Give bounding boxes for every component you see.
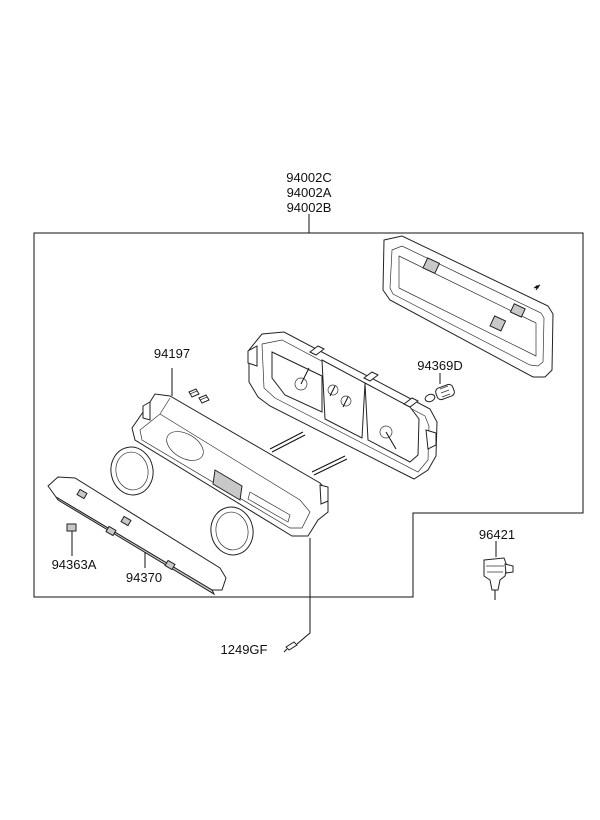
gauge-ring-right bbox=[210, 506, 254, 556]
bezel-hood bbox=[131, 368, 329, 537]
pad-label: 94363A bbox=[52, 557, 97, 572]
assembly-label-3: 94002B bbox=[287, 200, 332, 215]
assembly-label-2: 94002A bbox=[287, 185, 332, 200]
bulb-socket bbox=[424, 373, 455, 403]
gauge-housing bbox=[247, 331, 438, 480]
assembly-boundary-frame bbox=[33, 232, 584, 598]
mounting-pins bbox=[269, 431, 348, 476]
trim-panel bbox=[47, 476, 227, 596]
speed-sensor bbox=[483, 541, 514, 600]
panel-label: 94370 bbox=[126, 570, 162, 585]
screw-label: 1249GF bbox=[221, 642, 268, 657]
bezel-label: 94197 bbox=[154, 346, 190, 361]
pad bbox=[66, 523, 77, 556]
bulb-label: 94369D bbox=[417, 358, 463, 373]
screw bbox=[283, 538, 311, 653]
sensor-label: 96421 bbox=[479, 527, 515, 542]
bezel-clips bbox=[188, 388, 210, 404]
rear-case bbox=[382, 235, 554, 378]
gauge-ring-left bbox=[110, 446, 154, 496]
assembly-label-1: 94002C bbox=[286, 170, 332, 185]
